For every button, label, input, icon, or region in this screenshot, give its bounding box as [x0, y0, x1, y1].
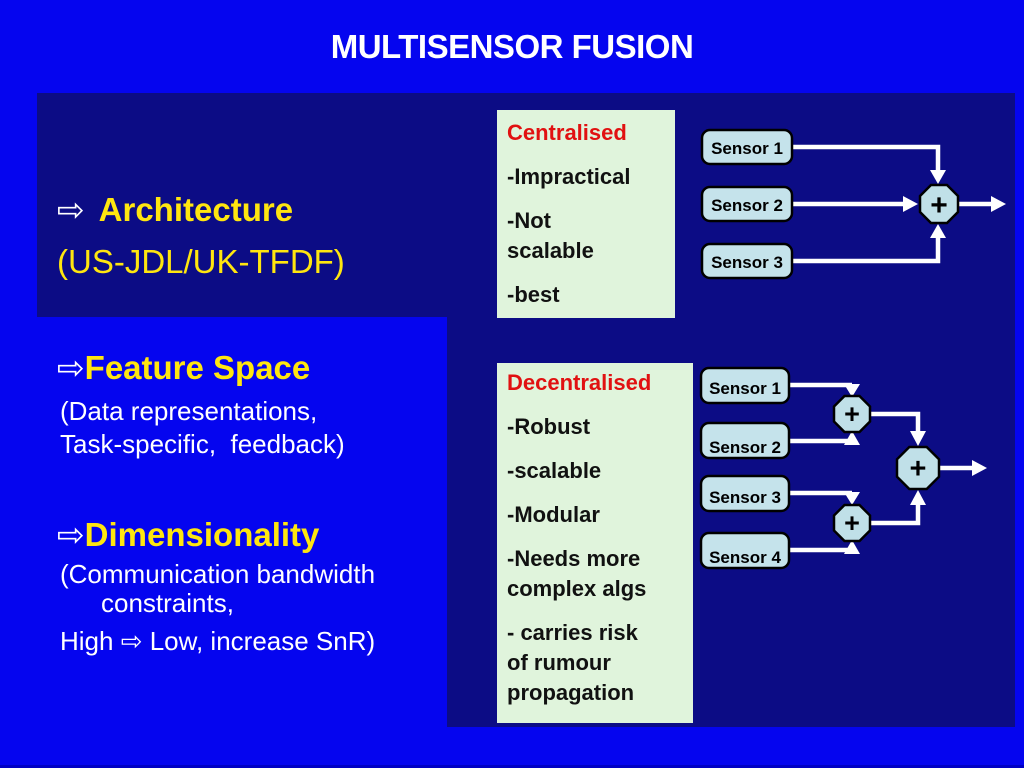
centralised-item: -best [507, 282, 560, 307]
dimensionality-line3: High ⇨ Low, increase SnR) [60, 626, 375, 657]
dimensionality-line2: constraints, [101, 588, 234, 618]
dimensionality-heading-text: Dimensionality [84, 516, 320, 553]
centralised-item: -Not scalable [507, 208, 594, 263]
feature-space-line1: (Data representations, [60, 396, 318, 426]
architecture-subheading: (US-JDL/UK-TFDF) [57, 243, 345, 280]
decentralised-item: -Modular [507, 502, 600, 527]
decentralised-item: -scalable [507, 458, 602, 483]
centralised-title: Centralised [507, 120, 627, 145]
dimensionality-line3-prefix: High [60, 626, 121, 656]
centralised-item: -Impractical [507, 164, 631, 189]
dimensionality-line3-suffix: Low, increase SnR) [142, 626, 376, 656]
block-arrow-icon: ⇨ [57, 348, 85, 387]
architecture-heading: ⇨ Architecture [57, 190, 293, 229]
decentralised-box: Decentralised -Robust -scalable -Modular… [497, 363, 693, 723]
architecture-heading-text: Architecture [98, 191, 294, 228]
bottom-edge [0, 765, 1024, 768]
dimensionality-line1: (Communication bandwidth [60, 559, 376, 589]
page-title: MULTISENSOR FUSION [330, 28, 694, 65]
decentralised-item: -Robust [507, 414, 591, 439]
feature-space-line2: Task-specific, feedback) [60, 429, 345, 459]
block-arrow-icon: ⇨ [120, 627, 143, 657]
feature-space-heading-text: Feature Space [84, 349, 311, 386]
centralised-box: Centralised -Impractical -Not scalable -… [497, 110, 675, 318]
block-arrow-icon: ⇨ [57, 190, 85, 229]
feature-space-heading: ⇨Feature Space [57, 348, 310, 387]
decentralised-item: -Needs more complex algs [507, 546, 647, 601]
dimensionality-heading: ⇨Dimensionality [57, 515, 319, 554]
architecture-navy-panel [37, 93, 487, 317]
decentralised-item: - carries risk of rumour propagation [507, 620, 638, 705]
decentralised-title: Decentralised [507, 370, 652, 395]
block-arrow-icon: ⇨ [57, 515, 85, 554]
